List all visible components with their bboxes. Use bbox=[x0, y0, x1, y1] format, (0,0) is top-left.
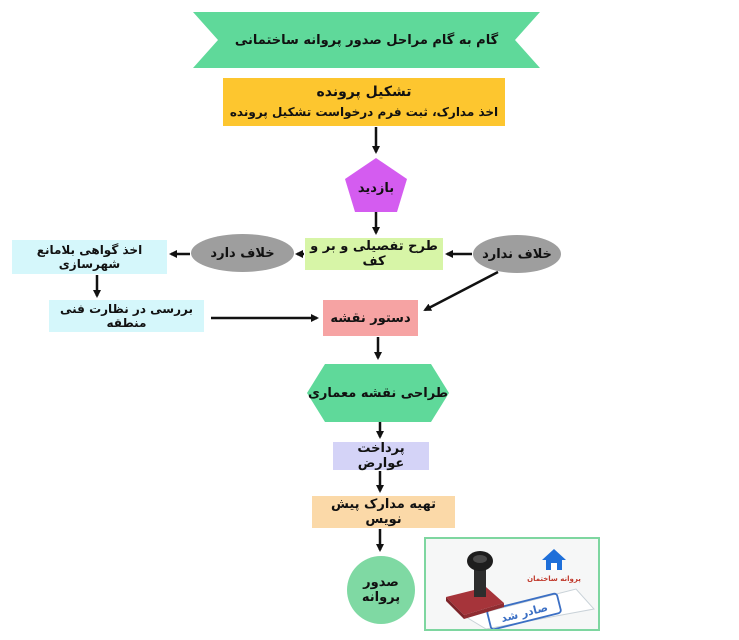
page-title: گام به گام مراحل صدور پروانه ساختمانی bbox=[234, 32, 499, 48]
logo-text: پروانه ساختمان bbox=[527, 575, 581, 583]
no-violation-label: خلاف ندارد bbox=[482, 246, 552, 262]
title-banner: گام به گام مراحل صدور پروانه ساختمانی bbox=[193, 12, 540, 68]
house-icon bbox=[542, 549, 566, 570]
fees-label: پرداخت عوارض bbox=[357, 441, 405, 471]
detailed-plan-label: طرح تفصیلی و بر و کف bbox=[310, 239, 438, 269]
stamp-drawing: صادر شد پروانه ساختمان bbox=[446, 549, 595, 629]
permit-issue-circle: صدور پروانه bbox=[347, 556, 415, 624]
technical-review-label: بررسی در نظارت فنی منطقه bbox=[60, 302, 193, 330]
map-order-label: دستور نقشه bbox=[330, 310, 411, 326]
certificate-label: اخذ گواهی بلامانع شهرسازی bbox=[36, 243, 143, 271]
map-order-box: دستور نقشه bbox=[323, 300, 418, 336]
detailed-plan-box: طرح تفصیلی و بر و کف bbox=[305, 238, 443, 270]
certificate-box: اخذ گواهی بلامانع شهرسازی bbox=[12, 240, 167, 274]
stamp-illustration: صادر شد پروانه ساختمان bbox=[424, 537, 600, 631]
architecture-hexagon: طراحی نقشه معماری bbox=[307, 364, 449, 422]
draft-docs-box: تهیه مدارک پیش نویس bbox=[312, 496, 455, 528]
banner-shape bbox=[193, 12, 540, 68]
visit-pentagon: بازدید bbox=[345, 158, 407, 212]
hexagon-shape bbox=[307, 364, 449, 422]
has-violation-oval: خلاف دارد bbox=[191, 234, 294, 272]
file-creation-box: تشکیل پرونده اخذ مدارک، ثبت فرم درخواست … bbox=[223, 78, 505, 126]
architecture-label: طراحی نقشه معماری bbox=[307, 385, 449, 401]
fees-box: پرداخت عوارض bbox=[333, 441, 429, 471]
has-violation-label: خلاف دارد bbox=[210, 245, 275, 261]
file-creation-title: تشکیل پرونده bbox=[316, 84, 412, 100]
technical-review-box: بررسی در نظارت فنی منطقه bbox=[49, 300, 204, 332]
no-violation-oval: خلاف ندارد bbox=[473, 235, 561, 273]
arrow-no-violation-to-order bbox=[423, 270, 499, 312]
permit-issue-label: صدور پروانه bbox=[361, 575, 401, 605]
pentagon-shape bbox=[345, 158, 407, 212]
visit-label: بازدید bbox=[357, 180, 395, 196]
file-creation-subtitle: اخذ مدارک، ثبت فرم درخواست تشکیل پرونده bbox=[229, 105, 499, 119]
draft-docs-label: تهیه مدارک پیش نویس bbox=[330, 497, 437, 527]
